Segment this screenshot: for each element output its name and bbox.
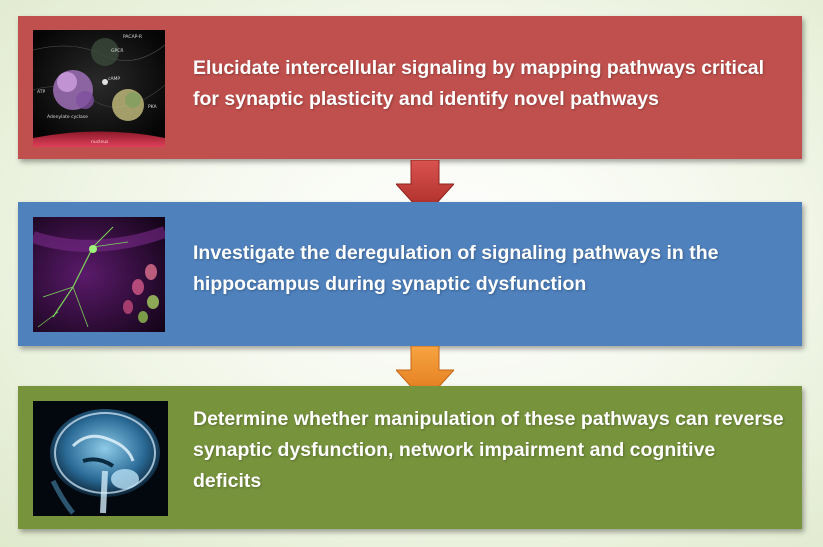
hippocampal-neuron-image [33, 217, 165, 332]
image-label-pacap: PACAP-R [123, 34, 142, 40]
brain-mri-image [33, 401, 168, 516]
step-1-panel: PACAP-R GPCR cAMP ATP PKA Adenylate cycl… [18, 16, 802, 159]
step-2-text: Investigate the deregulation of signalin… [193, 242, 719, 295]
image-label-pka: PKA [148, 104, 158, 110]
image-label-camp: cAMP [108, 76, 120, 82]
image-label-gpcr: GPCR [111, 48, 123, 54]
signaling-pathway-image: PACAP-R GPCR cAMP ATP PKA Adenylate cycl… [33, 30, 165, 147]
step-3-panel: Determine whether manipulation of these … [18, 386, 802, 529]
step-1-text: Elucidate intercellular signaling by map… [193, 57, 765, 110]
image-label-atp: ATP [37, 89, 45, 95]
step-2-panel: Investigate the deregulation of signalin… [18, 202, 802, 346]
down-arrow-icon [394, 159, 456, 221]
image-label-nucleus: nucleus [91, 139, 109, 145]
image-label-adenylate-cyclase: Adenylate cyclase [47, 114, 88, 120]
step-3-text: Determine whether manipulation of these … [193, 408, 784, 492]
